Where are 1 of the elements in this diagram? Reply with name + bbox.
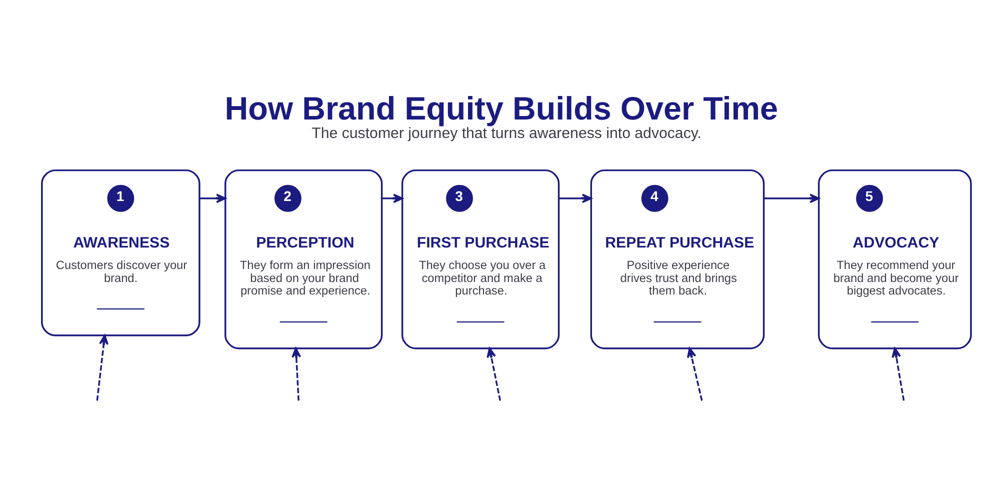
diagram-title: How Brand Equity Builds Over Time bbox=[224, 90, 778, 126]
